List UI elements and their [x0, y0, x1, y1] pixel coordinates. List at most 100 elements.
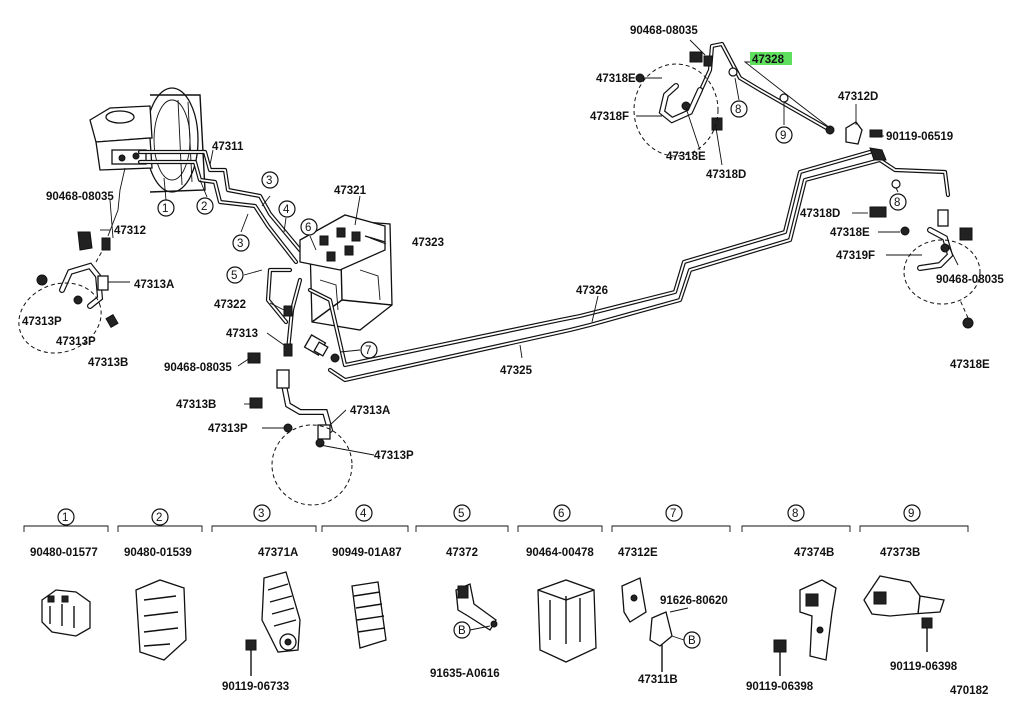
part-labels: 47328 90468-08035 47318E 47318F 47318E 4… [22, 25, 1004, 462]
abs-actuator [299, 214, 393, 331]
label-47318F-top[interactable]: 47318F [590, 111, 629, 123]
master-cylinder-lines [107, 149, 303, 265]
legend-sub-3[interactable]: 90119-06733 [222, 681, 289, 693]
clip-7-drawing [621, 577, 689, 672]
legend-part-2[interactable]: 90480-01539 [124, 547, 192, 559]
label-90468-08035-right[interactable]: 90468-08035 [936, 274, 1004, 286]
left-front-hose [18, 231, 119, 354]
callout-1[interactable]: 1 [162, 203, 168, 215]
legend-item-6: 6 90464-00478 [526, 504, 597, 663]
top-right-hose-assembly [633, 41, 883, 157]
legend-sub-7[interactable]: 91626-80620 [660, 595, 728, 607]
legend-item-1: 1 90480-01577 [30, 508, 98, 637]
legend-part-6[interactable]: 90464-00478 [526, 547, 594, 559]
label-47313A-mid[interactable]: 47313A [350, 405, 390, 417]
label-47313A-left[interactable]: 47313A [134, 279, 174, 291]
label-47318E-right-2[interactable]: 47318E [950, 359, 990, 371]
clip-6-drawing [537, 579, 597, 663]
legend-part-8[interactable]: 47374B [794, 547, 834, 559]
callout-9[interactable]: 9 [780, 130, 786, 142]
clip-4-drawing [351, 581, 387, 649]
legend-num-8[interactable]: 8 [792, 508, 798, 520]
label-47313P-left[interactable]: 47313P [22, 316, 62, 328]
callout-8b[interactable]: 8 [894, 197, 900, 209]
highlight-47328 [750, 52, 792, 65]
leader-lines [100, 39, 959, 456]
legend-num-9[interactable]: 9 [908, 508, 914, 520]
legend-num-3[interactable]: 3 [258, 508, 264, 520]
clip-2-drawing [135, 579, 187, 661]
right-rear-hose [869, 179, 981, 329]
legend-num-6[interactable]: 6 [558, 508, 564, 520]
legend-part-5[interactable]: 47372 [446, 547, 478, 559]
legend-item-8: 8 47374B 90119-06398 [746, 504, 837, 693]
legend-item-7: 7 47312E 91626-80620 B 47311B [618, 504, 728, 686]
legend-sub-5-b[interactable]: B [458, 625, 466, 637]
label-47321[interactable]: 47321 [334, 185, 367, 197]
label-90468-08035-top[interactable]: 90468-08035 [630, 25, 698, 37]
abs-front-lines [247, 267, 340, 364]
callout-3a[interactable]: 3 [266, 175, 272, 187]
legend-item-3: 3 47371A 90119-06733 [222, 504, 301, 693]
callout-4[interactable]: 4 [283, 204, 290, 216]
legend-part-9[interactable]: 47373B [880, 547, 920, 559]
label-47313[interactable]: 47313 [226, 328, 258, 340]
label-47318E-right[interactable]: 47318E [830, 227, 870, 239]
legend-num-7[interactable]: 7 [670, 508, 676, 520]
label-47326[interactable]: 47326 [576, 285, 608, 297]
clip-8-drawing [773, 579, 837, 676]
callout-8a[interactable]: 8 [735, 104, 741, 116]
label-47313P-left-2[interactable]: 47313P [56, 336, 96, 348]
label-47311[interactable]: 47311 [212, 141, 244, 153]
callout-3b[interactable]: 3 [237, 238, 243, 250]
label-47318D-top[interactable]: 47318D [706, 169, 746, 181]
label-47313P-mid[interactable]: 47313P [208, 423, 248, 435]
diagram-id: 470182 [950, 685, 988, 697]
callout-circles: 3 3 4 5 6 7 1 2 8 9 8 [157, 100, 907, 359]
legend-brackets [23, 525, 969, 532]
legend-sub-9[interactable]: 90119-06398 [890, 661, 958, 673]
callout-6[interactable]: 6 [305, 222, 311, 234]
legend-part-3[interactable]: 47371A [258, 547, 298, 559]
legend-sub-7-c[interactable]: 47311B [638, 674, 678, 686]
label-47318E-top[interactable]: 47318E [596, 73, 636, 85]
legend-item-9: 9 47373B 90119-06398 [863, 504, 958, 673]
label-47325[interactable]: 47325 [500, 365, 533, 377]
legend-num-4[interactable]: 4 [360, 508, 367, 520]
legend-num-2[interactable]: 2 [156, 512, 162, 524]
label-47318D-right[interactable]: 47318D [800, 208, 840, 220]
left-rear-hose [249, 369, 353, 506]
legend-part-7[interactable]: 47312E [618, 547, 658, 559]
label-47318E-top-2[interactable]: 47318E [666, 151, 706, 163]
callout-2[interactable]: 2 [201, 201, 207, 213]
label-47313P-mid-2[interactable]: 47313P [374, 450, 414, 462]
clip-5-drawing [455, 583, 498, 631]
master-cylinder-reservoir [89, 105, 153, 171]
label-90468-08035-left[interactable]: 90468-08035 [46, 191, 114, 203]
legend-sub-8[interactable]: 90119-06398 [746, 681, 814, 693]
label-47312[interactable]: 47312 [114, 225, 146, 237]
label-47328[interactable]: 47328 [752, 54, 785, 66]
rear-brake-lines [307, 147, 951, 383]
brake-booster [145, 87, 206, 193]
label-90119-06519[interactable]: 90119-06519 [886, 131, 953, 143]
label-47319F[interactable]: 47319F [836, 250, 875, 262]
legend-sub-7-b[interactable]: B [688, 635, 696, 647]
label-47322[interactable]: 47322 [214, 299, 246, 311]
legend-sub-5[interactable]: 91635-A0616 [430, 668, 500, 680]
label-90468-08035-mid[interactable]: 90468-08035 [164, 362, 232, 374]
legend-part-4[interactable]: 90949-01A87 [332, 547, 402, 559]
callout-7[interactable]: 7 [365, 345, 371, 357]
legend-num-1[interactable]: 1 [62, 512, 68, 524]
label-47313B-mid[interactable]: 47313B [176, 399, 216, 411]
legend-part-1[interactable]: 90480-01577 [30, 547, 98, 559]
label-47323[interactable]: 47323 [412, 237, 444, 249]
label-47313B-left[interactable]: 47313B [88, 357, 128, 369]
legend-item-5: 5 47372 91635-A0616 B [430, 504, 500, 680]
legend-num-5[interactable]: 5 [458, 508, 464, 520]
legend-item-2: 2 90480-01539 [124, 508, 192, 661]
clip-3-drawing [245, 571, 301, 676]
label-47312D[interactable]: 47312D [838, 91, 878, 103]
callout-5[interactable]: 5 [231, 270, 237, 282]
